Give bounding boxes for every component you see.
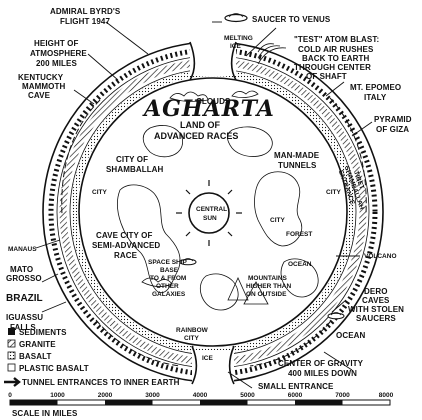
label-kentucky-1: KENTUCKY [18,73,64,82]
label-clouds: CLOUDS [196,97,231,106]
legend: SEDIMENTS GRANITE BASALT PLASTIC BASALT … [4,328,180,387]
label-mountains-2: HIGHER THAN [246,283,291,290]
label-spaceship-4: OTHER [156,283,179,290]
legend-tunnel: TUNNEL ENTRANCES TO INNER EARTH [22,378,180,387]
label-giza-2: OF GIZA [376,125,409,134]
polar-openings [189,38,237,386]
label-kentucky-3: CAVE [28,91,51,100]
label-test-blast-5: OF SHAFT [306,72,347,81]
map-subtitle-line2: ADVANCED RACES [154,131,238,141]
scale-tick: 6000 [288,392,303,399]
label-cave-city-2: SEMI-ADVANCED [92,241,160,250]
tunnel-arrow-icon [4,377,21,387]
label-rainbow-city-1: RAINBOW [176,327,209,334]
label-dero-1: DERO [364,287,388,296]
label-city-right: CITY [326,189,341,196]
label-cave-city-1: CAVE CITY OF [96,231,152,240]
label-byrd-2: FLIGHT 1947 [60,17,110,26]
scale-tick: 2000 [98,392,113,399]
label-iguassu-2: FALLS [10,323,36,332]
central-sun [176,180,242,246]
inner-landmasses [117,125,319,311]
label-atmosphere-3: 200 MILES [36,59,77,68]
blast-wave-icon [257,43,287,65]
label-melting-2: ICE [230,43,242,50]
label-spaceship-1: SPACE SHIP [148,259,188,266]
label-tunnels-1: MAN-MADE [274,151,320,160]
label-test-blast-2: COLD AIR RUSHES [298,45,374,54]
label-dero-3: WITH STOLEN [348,305,404,314]
legend-plastic-basalt: PLASTIC BASALT [19,364,89,373]
scale-tick: 8000 [379,392,394,399]
label-saucer-venus: SAUCER TO VENUS [252,15,331,24]
label-volcano: VOLCANO [364,253,397,260]
label-epomeo-2: ITALY [364,93,387,102]
label-epomeo-1: MT. EPOMEO [350,83,401,92]
label-tunnels-2: TUNNELS [278,161,317,170]
label-test-blast-3: BACK TO EARTH [302,54,369,63]
legend-swatch-granite [7,339,16,348]
label-spaceship-2: BASE [160,267,179,274]
label-shamballah-1: CITY OF [116,155,148,164]
scale-tick: 0 [8,392,12,399]
label-small-entrance: SMALL ENTRANCE [258,382,334,391]
label-ocean-inner: OCEAN [288,261,312,268]
label-dero-4: SAUCERS [356,314,396,323]
label-rainbow-city-2: CITY [184,335,199,342]
scale-tick: 5000 [240,392,255,399]
crust-tunnels [61,97,367,367]
scale-bar: 0 1000 2000 3000 4000 5000 6000 7000 800… [8,392,393,418]
saucer-icon [179,258,197,266]
label-city-left: CITY [92,189,107,196]
label-kentucky-2: MAMMOTH [22,82,65,91]
map-title: AGHARTA [142,96,275,122]
legend-granite: GRANITE [19,340,56,349]
legend-sediments: SEDIMENTS [19,328,67,337]
label-atmosphere-1: HEIGHT OF [34,39,78,48]
map-subtitle-line1: LAND OF [180,120,220,130]
scale-tick: 7000 [335,392,350,399]
label-atmosphere-2: ATMOSPHERE [30,49,87,58]
label-giza-1: PYRAMID [374,115,412,124]
label-sun-2: SUN [203,215,217,222]
scale-caption: SCALE IN MILES [12,409,78,418]
label-spaceship-3: TO & FROM [150,275,186,282]
label-mato-grosso-1: MATO [10,265,33,274]
label-forest: FOREST [286,231,312,238]
label-test-blast-4: THROUGH CENTER [294,63,371,72]
label-mountains-1: MOUNTAINS [248,275,288,282]
label-dero-2: CAVES [362,296,390,305]
saucer-icon [224,13,248,23]
label-sun-1: CENTRAL [196,206,227,213]
label-gravity-1: CENTER OF GRAVITY [278,359,364,368]
label-city-small: CITY [270,217,285,224]
legend-swatch-plastic-basalt [7,363,16,372]
label-gravity-2: 400 MILES DOWN [288,369,357,378]
label-mountains-3: ON OUTSIDE [246,291,287,298]
label-cave-city-3: RACE [114,251,138,260]
scale-tick: 3000 [145,392,160,399]
cloud-shapes [141,90,259,287]
scale-tick: 4000 [193,392,208,399]
scale-tick: 1000 [50,392,65,399]
legend-swatch-sediments [8,328,15,335]
legend-swatch-basalt [7,351,16,360]
label-iguassu-1: IGUASSU [6,313,43,322]
label-melting-1: MELTING [224,35,253,42]
label-brazil: BRAZIL [6,293,43,304]
label-mato-grosso-2: GROSSO [6,274,42,283]
label-byrd-1: ADMIRAL BYRD'S [50,7,121,16]
label-manaus: MANAUS [8,246,37,253]
label-spaceship-5: GALAXIES [152,291,186,298]
saucer-icon [327,312,345,320]
label-ice: ICE [202,355,214,362]
label-test-blast-1: "TEST" ATOM BLAST: [294,35,379,44]
pointer-arrows [35,21,373,389]
label-ocean-outer: OCEAN [336,331,366,340]
label-shamballah-2: SHAMBALLAH [106,165,164,174]
legend-basalt: BASALT [19,352,51,361]
